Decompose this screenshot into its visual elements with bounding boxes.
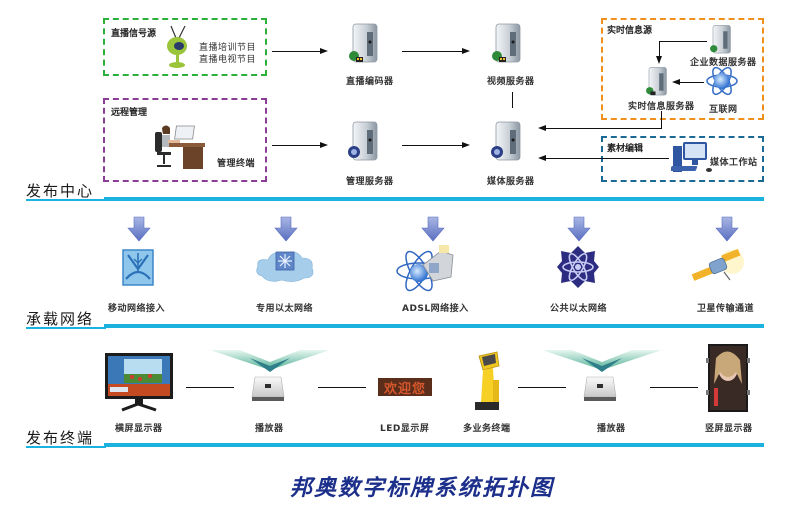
arrowhead — [320, 142, 328, 148]
management-server-icon — [348, 121, 378, 161]
player-box-icon — [251, 376, 285, 401]
portrait-display-icon — [706, 344, 750, 412]
connector-player-to-portrait — [650, 387, 698, 388]
enterprise-data-server-icon — [710, 25, 731, 54]
connector-internet-to-realtime — [678, 82, 704, 83]
led-display-label: LED显示屏 — [380, 424, 430, 434]
connector-enterprise-to-realtime-v — [659, 41, 660, 57]
player-box-icon — [583, 376, 617, 401]
live-tv-program-label: 直播电视节目 — [199, 55, 257, 65]
material-editing-group: 素材编辑 媒体工作站 — [601, 136, 764, 182]
connector-video-to-media — [512, 92, 513, 108]
arrowhead — [656, 56, 662, 64]
kiosk-icon — [475, 351, 500, 410]
down-arrow-icon — [274, 216, 298, 242]
connector-realtime-to-media — [545, 128, 662, 129]
diagram-title: 邦奥数字标牌系统拓扑图 — [290, 475, 555, 501]
player-label-2: 播放器 — [597, 424, 626, 434]
internet-label: 互联网 — [709, 105, 738, 115]
realtime-info-title: 实时信息源 — [607, 26, 653, 36]
arrowhead — [672, 79, 680, 85]
down-arrow-icon — [567, 216, 591, 242]
enterprise-data-server-label: 企业数据服务器 — [690, 58, 757, 68]
portrait-display-label: 竖屏显示器 — [705, 424, 753, 434]
media-server-label: 媒体服务器 — [487, 177, 535, 187]
arrowhead — [462, 48, 470, 54]
arrowhead — [538, 125, 546, 131]
public-network-atom-icon — [557, 246, 599, 288]
section-divider-publishing-terminal — [104, 443, 764, 447]
private-ethernet-label: 专用以太网络 — [256, 304, 314, 314]
arrowhead — [538, 155, 546, 161]
section-title-carrier-network: 承载网络 — [26, 310, 95, 328]
adsl-modem-icon — [396, 245, 454, 292]
down-arrow-icon — [421, 216, 445, 242]
section-underline — [26, 327, 106, 329]
realtime-info-server-label: 实时信息服务器 — [628, 102, 695, 112]
adsl-network-label: ADSL网络接入 — [402, 304, 469, 314]
workstation-icon — [671, 142, 712, 172]
public-ethernet-label: 公共以太网络 — [550, 304, 608, 314]
cloud-switch-icon — [256, 251, 314, 282]
realtime-info-group: 实时信息源 — [601, 18, 764, 120]
live-encoder-server-icon — [349, 23, 378, 63]
section-title-publishing-center: 发布中心 — [26, 182, 95, 200]
broadcast-fan-icon — [542, 350, 662, 372]
mobile-network-label: 移动网络接入 — [108, 304, 166, 314]
broadcast-fan-icon — [210, 350, 330, 372]
connector-live-source-to-encoder — [272, 51, 322, 52]
office-worker-icon — [155, 125, 205, 169]
section-divider-publishing-center — [104, 197, 764, 201]
connector-player-to-led — [318, 387, 366, 388]
satellite-icon — [691, 248, 744, 281]
landscape-monitor-icon — [105, 353, 173, 412]
remote-management-title: 远程管理 — [111, 108, 148, 118]
connector-encoder-to-video — [402, 51, 464, 52]
arrowhead — [462, 142, 470, 148]
section-divider-carrier-network — [104, 324, 764, 328]
live-encoder-label: 直播编码器 — [346, 77, 394, 87]
section-title-publishing-terminal: 发布终端 — [26, 429, 95, 447]
connector-workstation-to-media — [545, 158, 669, 159]
landscape-display-label: 横屏显示器 — [115, 424, 163, 434]
tv-antenna-icon — [167, 25, 187, 68]
connector-realtime-down — [661, 111, 662, 128]
video-server-icon — [492, 23, 521, 63]
management-server-label: 管理服务器 — [346, 177, 394, 187]
section-underline — [26, 199, 106, 201]
remote-management-group: 远程管理 管理终端 — [103, 98, 267, 182]
mobile-network-icon — [122, 249, 154, 286]
management-terminal-label: 管理终端 — [217, 159, 256, 169]
down-arrow-icon — [127, 216, 151, 242]
media-workstation-label: 媒体工作站 — [710, 158, 758, 168]
down-arrow-icon — [715, 216, 739, 242]
live-training-program-label: 直播培训节目 — [199, 43, 257, 53]
connector-mgmt-terminal-to-mgmt-server — [272, 145, 322, 146]
connector-enterprise-to-realtime — [659, 41, 707, 42]
player-label-1: 播放器 — [255, 424, 284, 434]
media-server-icon — [491, 121, 521, 161]
material-editing-title: 素材编辑 — [607, 144, 644, 154]
section-underline — [26, 446, 106, 448]
connector-mgmt-server-to-media — [402, 145, 464, 146]
satellite-channel-label: 卫星传输通道 — [697, 304, 755, 314]
connector-kiosk-to-player — [518, 387, 566, 388]
live-source-group: 直播信号源 直播培训节目 直播电视节目 — [103, 18, 267, 76]
multi-service-terminal-label: 多业务终端 — [463, 424, 511, 434]
video-server-label: 视频服务器 — [487, 77, 535, 87]
led-display-text: 欢迎您 — [383, 381, 426, 397]
connector-monitor-to-player — [186, 387, 234, 388]
live-source-title: 直播信号源 — [111, 29, 157, 39]
realtime-info-server-icon — [646, 67, 667, 96]
arrowhead — [320, 48, 328, 54]
led-display-icon: 欢迎您 — [378, 378, 432, 397]
internet-atom-icon — [706, 66, 738, 96]
